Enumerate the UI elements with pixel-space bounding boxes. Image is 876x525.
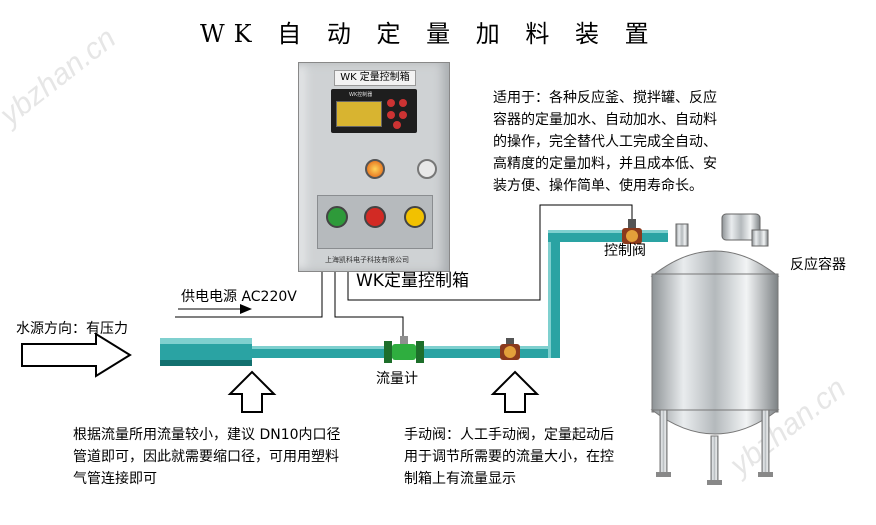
maker-label: 上海凯科电子科技有限公司 (325, 256, 409, 264)
water-source-arrow (21, 332, 132, 378)
red-button[interactable] (364, 206, 386, 228)
valve-note-line: 手动阀：人工手动阀，定量起动后 (404, 427, 614, 443)
controller-key-5[interactable] (393, 121, 401, 129)
reactor-label: 反应容器 (790, 257, 846, 273)
power-wire (175, 270, 323, 318)
reactor-tank (650, 213, 780, 485)
controller-key-1[interactable] (387, 99, 395, 107)
pipe-note-line: 气管连接即可 (73, 471, 157, 487)
valve-note-line: 制箱上有流量显示 (404, 471, 516, 487)
flow-meter-icon (384, 336, 424, 363)
description-line: 高精度的定量加料，并且成本低、安 (493, 156, 717, 172)
tank-manhole (721, 213, 761, 241)
controller-key-2[interactable] (399, 99, 407, 107)
power-label: 供电电源 AC220V (181, 289, 297, 305)
control-valve-icon (622, 219, 642, 244)
valve-signal-wire (347, 204, 633, 301)
control-box-plate: WK 定量控制箱 (334, 70, 416, 86)
tank-leg (710, 435, 719, 483)
description-line: 的操作，完全替代人工完成全自动、 (493, 134, 717, 150)
inlet-pointer-arrow (227, 370, 277, 413)
tank-leg (659, 409, 668, 475)
control-box-caption: WK定量控制箱 (356, 271, 469, 291)
tank-leg (761, 409, 770, 475)
yellow-button[interactable] (404, 206, 426, 228)
description-line: 容器的定量加水、自动加水、自动料 (493, 112, 717, 128)
valve-note: 手动阀：人工手动阀，定量起动后 用于调节所需要的流量大小，在控 制箱上有流量显示 (404, 424, 614, 490)
description-line: 适用于：各种反应釜、搅拌罐、反应 (493, 90, 717, 106)
valve-pointer-arrow (490, 370, 540, 413)
manual-valve-icon (500, 338, 520, 360)
selector-knob[interactable] (417, 159, 437, 179)
diagram-title: WK 自 动 定 量 加 料 装 置 (200, 20, 658, 48)
green-button[interactable] (326, 206, 348, 228)
button-strip (317, 195, 433, 249)
water-source-label: 水源方向：有压力 (16, 321, 128, 337)
control-valve-label: 控制阀 (604, 243, 646, 259)
controller-key-3[interactable] (387, 111, 395, 119)
controller-panel: WK控制器 (331, 89, 417, 133)
tank-body (651, 273, 779, 413)
description-text: 适用于：各种反应釜、搅拌罐、反应 容器的定量加水、自动加水、自动料 的操作，完全… (493, 87, 717, 197)
flow-meter-label: 流量计 (376, 371, 418, 387)
controller-key-4[interactable] (399, 111, 407, 119)
control-box: WK 定量控制箱 WK控制器 上海凯科电子科技有限公司 (298, 62, 450, 272)
description-line: 装方便、操作简单、使用寿命长。 (493, 178, 703, 194)
pipe-note-line: 管道即可，因此就需要缩口径，可用用塑料 (73, 449, 339, 465)
pipe-note: 根据流量所用流量较小，建议 DN10内口径 管道即可，因此就需要缩口径，可用用塑… (73, 424, 341, 490)
valve-note-line: 用于调节所需要的流量大小，在控 (404, 449, 614, 465)
power-arrow-head (240, 304, 252, 314)
flow-signal-wire (334, 270, 404, 336)
controller-display (336, 101, 382, 127)
controller-title: WK控制器 (349, 92, 373, 98)
pipe-note-line: 根据流量所用流量较小，建议 DN10内口径 (73, 427, 341, 443)
indicator-light (365, 159, 385, 179)
